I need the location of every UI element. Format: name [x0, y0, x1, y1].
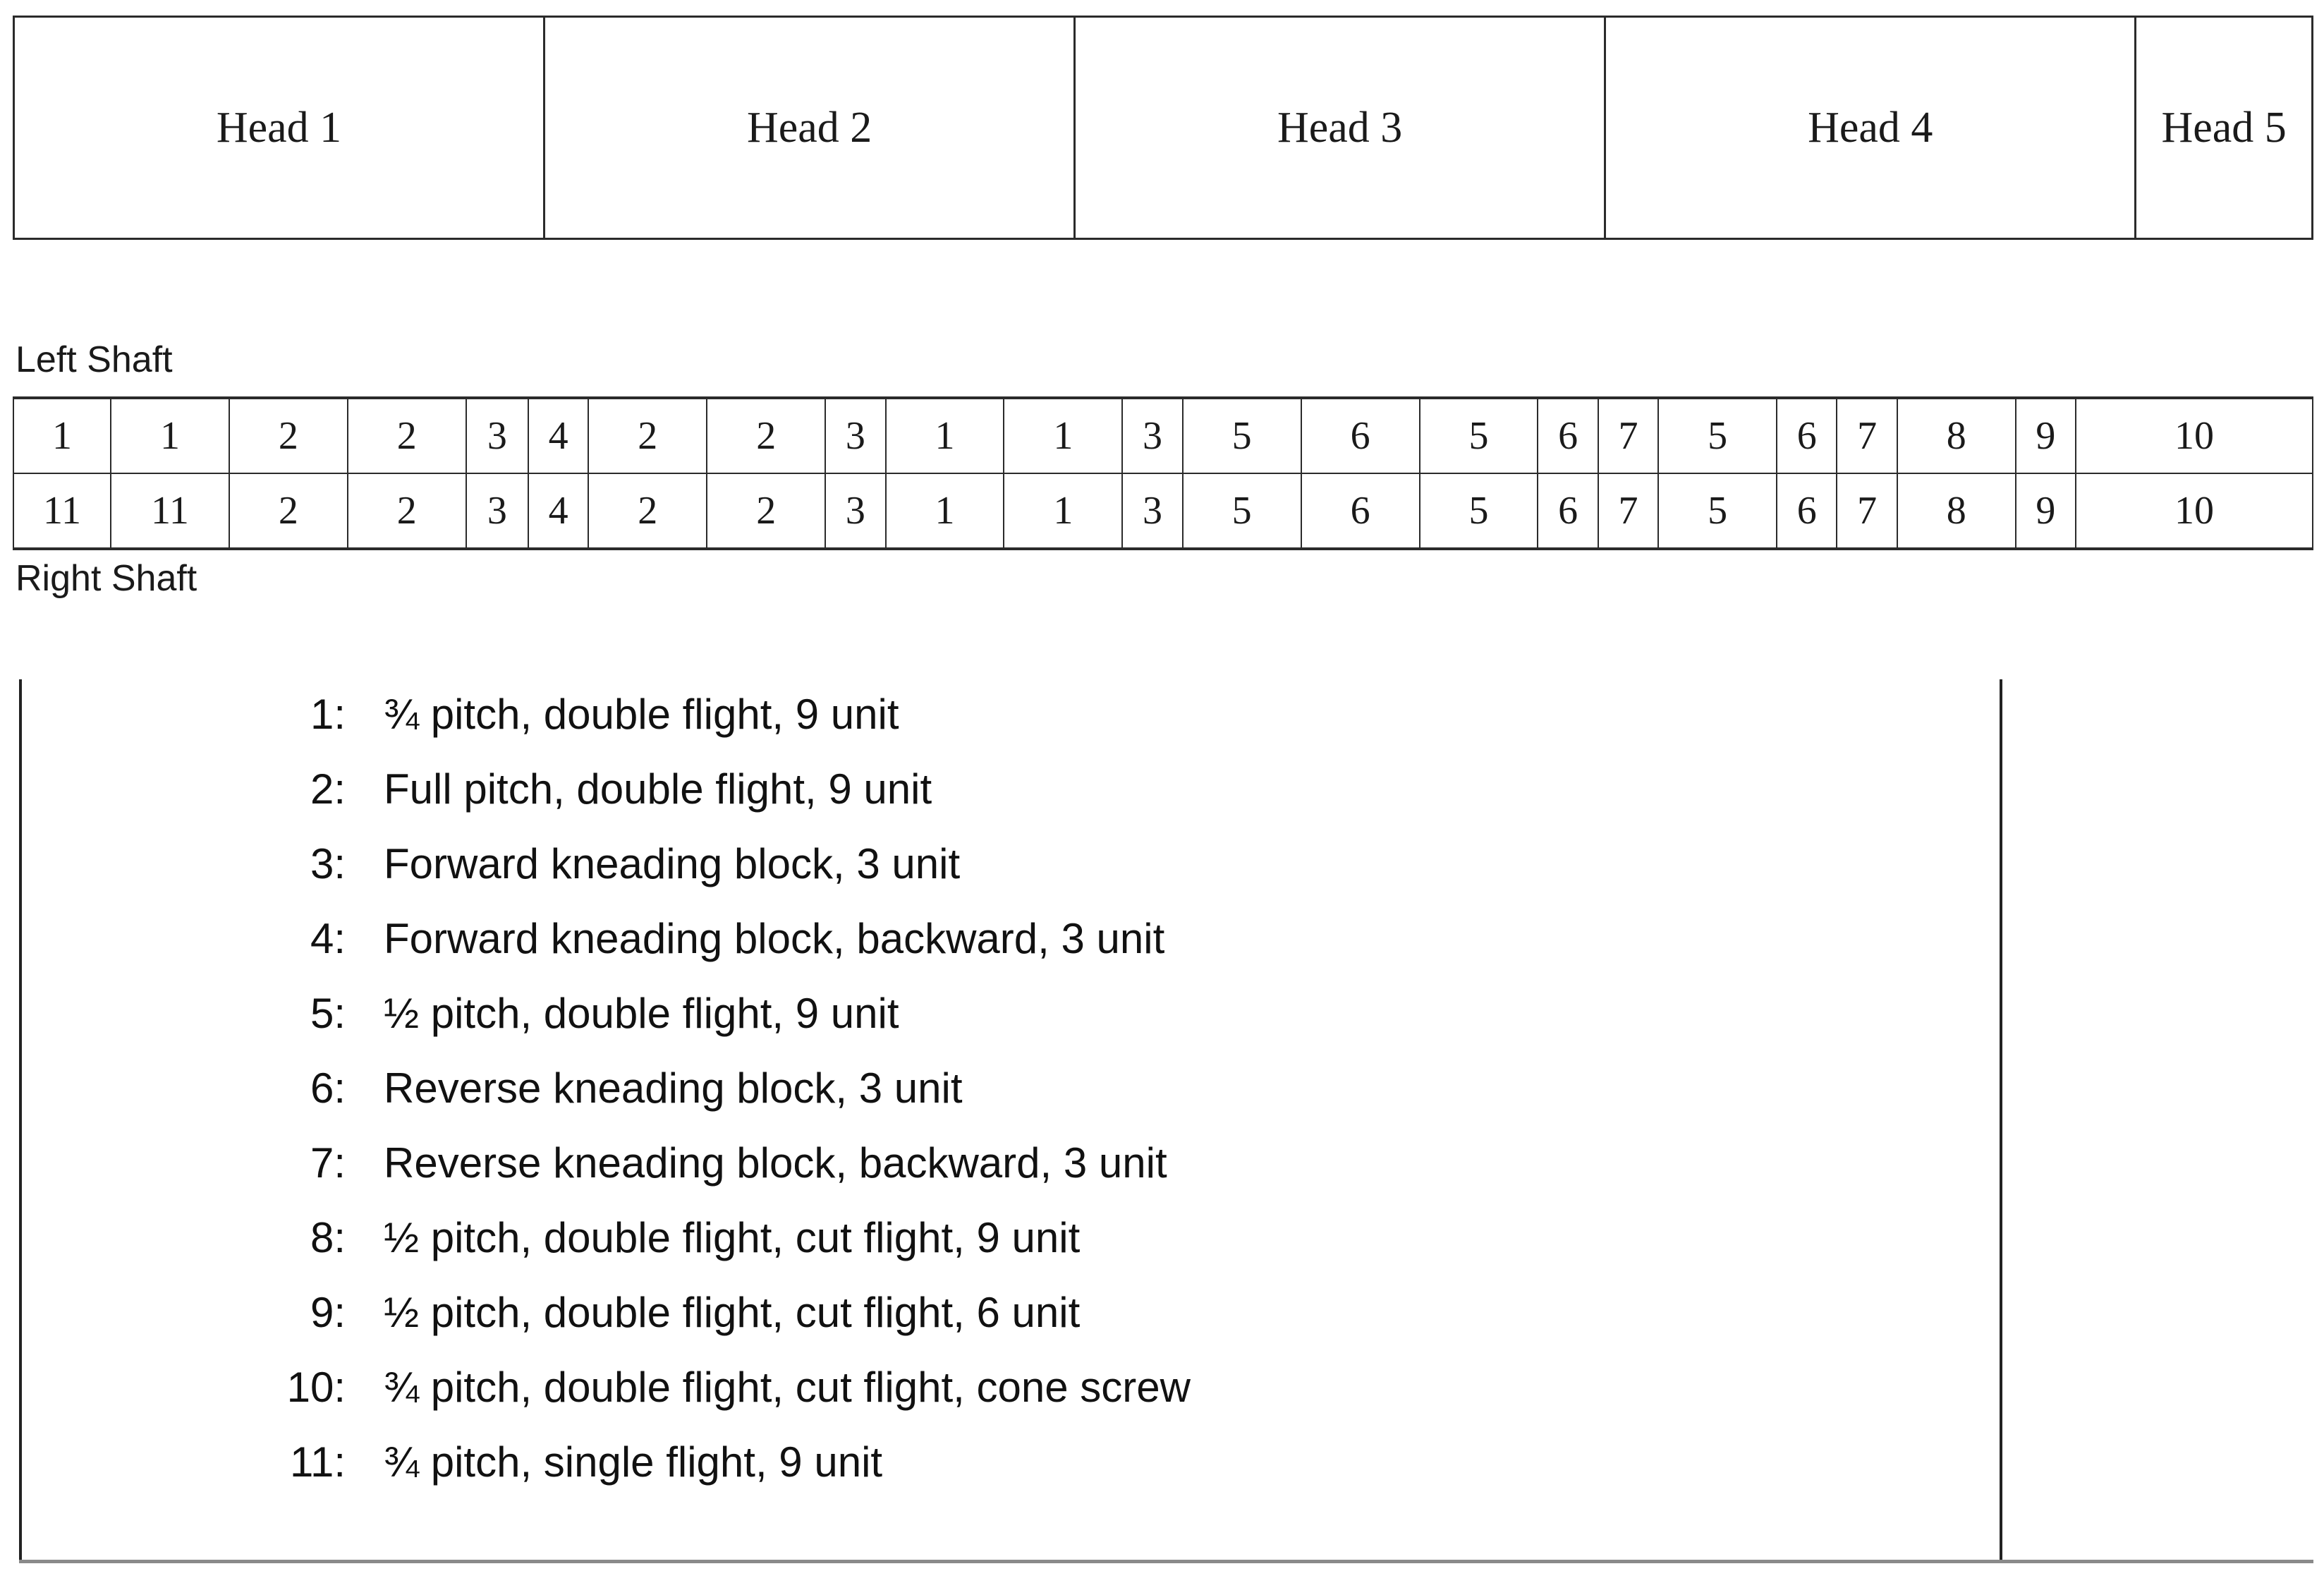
legend-item-number: 5:	[310, 990, 346, 1037]
shaft-cell-left: 2	[588, 396, 708, 474]
legend-item-description: Full pitch, double flight, 9 unit	[384, 765, 932, 813]
shaft-cell-right: 3	[465, 473, 529, 550]
shaft-cell-right: 2	[588, 473, 708, 550]
shaft-cell-left: 10	[2075, 396, 2313, 474]
legend-item-description: ½ pitch, double flight, cut flight, 9 un…	[384, 1214, 1081, 1261]
shaft-cell-left: 3	[465, 396, 529, 474]
legend-item: 5: ½ pitch, double flight, 9 unit	[233, 989, 1925, 1064]
shaft-cell-right: 7	[1836, 473, 1898, 550]
shaft-cell-left: 2	[228, 396, 348, 474]
legend-item-number: 4:	[310, 915, 346, 962]
legend-bottom-rule	[19, 1560, 2313, 1563]
head-zone-cell: Head 3	[1073, 16, 1607, 240]
shaft-cell-left: 9	[2014, 396, 2077, 474]
shaft-cell-right: 11	[110, 473, 230, 550]
shaft-cell-left: 6	[1537, 396, 1599, 474]
shaft-cell-left: 6	[1300, 396, 1420, 474]
shaft-cell-right: 1	[1003, 473, 1124, 550]
shaft-cell-right: 7	[1597, 473, 1660, 550]
legend-item: 8: ½ pitch, double flight, cut flight, 9 …	[233, 1213, 1925, 1288]
legend-list: 1: ¾ pitch, double flight, 9 unit 2: Full p…	[233, 690, 1925, 1512]
legend-item: 11: ¾ pitch, single flight, 9 unit	[233, 1438, 1925, 1512]
shaft-cell-left: 3	[1121, 396, 1184, 474]
legend-item: 3: Forward kneading block, 3 unit	[233, 839, 1925, 914]
shaft-cell-right: 6	[1776, 473, 1838, 550]
shaft-cell-left: 4	[527, 396, 590, 474]
shaft-cell-left: 8	[1896, 396, 2016, 474]
legend-item-number: 3:	[310, 840, 346, 887]
left-shaft-label: Left Shaft	[16, 339, 173, 380]
legend-item: 2: Full pitch, double flight, 9 unit	[233, 765, 1925, 839]
legend-item-description: Forward kneading block, 3 unit	[384, 840, 961, 887]
shaft-cell-left: 7	[1836, 396, 1898, 474]
legend-item-description: ¾ pitch, single flight, 9 unit	[384, 1438, 883, 1486]
shaft-cell-right: 5	[1181, 473, 1302, 550]
legend-item-description: ½ pitch, double flight, cut flight, 6 un…	[384, 1289, 1081, 1336]
shaft-cell-right: 5	[1657, 473, 1778, 550]
shaft-cell-left: 1	[1003, 396, 1124, 474]
head-zone-cell: Head 4	[1604, 16, 2137, 240]
legend-item: 10: ¾ pitch, double flight, cut flight, c…	[233, 1363, 1925, 1438]
legend-item-number: 1:	[310, 691, 346, 738]
head-zone-cell: Head 2	[543, 16, 1076, 240]
shaft-cell-left: 6	[1776, 396, 1838, 474]
shaft-cell-right: 9	[2014, 473, 2077, 550]
head-zone-cell: Head 1	[12, 16, 546, 240]
shaft-cell-right: 5	[1418, 473, 1539, 550]
shaft-cell-right: 3	[1121, 473, 1184, 550]
shaft-cell-left: 1	[884, 396, 1005, 474]
legend-item: 1: ¾ pitch, double flight, 9 unit	[233, 690, 1925, 765]
shaft-cell-right: 10	[2075, 473, 2313, 550]
legend-item-description: ¾ pitch, double flight, cut flight, cone…	[384, 1364, 1191, 1411]
legend-item-number: 10:	[286, 1364, 346, 1411]
legend-item: 6: Reverse kneading block, 3 unit	[233, 1064, 1925, 1139]
shaft-cell-right: 11	[12, 473, 112, 550]
legend-item-description: Reverse kneading block, backward, 3 unit	[384, 1139, 1167, 1187]
shaft-cell-left: 5	[1181, 396, 1302, 474]
legend-item: 7: Reverse kneading block, backward, 3 un…	[233, 1139, 1925, 1213]
shaft-cell-right: 2	[228, 473, 348, 550]
legend-item-number: 7:	[310, 1139, 346, 1187]
shaft-cell-left: 3	[825, 396, 887, 474]
shaft-cell-left: 1	[12, 396, 112, 474]
shaft-cell-right: 6	[1300, 473, 1420, 550]
shaft-cell-right: 1	[884, 473, 1005, 550]
legend-item: 9: ½ pitch, double flight, cut flight, 6 …	[233, 1288, 1925, 1363]
shaft-cell-left: 2	[346, 396, 467, 474]
shaft-cell-left: 1	[110, 396, 230, 474]
legend-item-description: ¾ pitch, double flight, 9 unit	[384, 691, 899, 738]
shaft-cell-right: 4	[527, 473, 590, 550]
right-shaft-label: Right Shaft	[16, 558, 197, 599]
head-zone-cell: Head 5	[2134, 16, 2313, 240]
shaft-cell-left: 2	[706, 396, 827, 474]
legend-item-number: 11:	[290, 1438, 346, 1486]
shaft-cell-left: 5	[1657, 396, 1778, 474]
legend-item: 4: Forward kneading block, backward, 3 un…	[233, 914, 1925, 989]
shaft-cell-right: 3	[825, 473, 887, 550]
shaft-cell-left: 7	[1597, 396, 1660, 474]
legend-item-description: Reverse kneading block, 3 unit	[384, 1065, 963, 1112]
legend-item-description: ½ pitch, double flight, 9 unit	[384, 990, 899, 1037]
shaft-cell-right: 6	[1537, 473, 1599, 550]
shaft-cell-right: 2	[346, 473, 467, 550]
legend-item-description: Forward kneading block, backward, 3 unit	[384, 915, 1165, 962]
legend-item-number: 2:	[310, 765, 346, 813]
shaft-cell-right: 8	[1896, 473, 2016, 550]
legend-item-number: 6:	[310, 1065, 346, 1112]
legend-item-number: 9:	[310, 1289, 346, 1336]
legend-item-number: 8:	[310, 1214, 346, 1261]
shaft-cell-right: 2	[706, 473, 827, 550]
shaft-cell-left: 5	[1418, 396, 1539, 474]
